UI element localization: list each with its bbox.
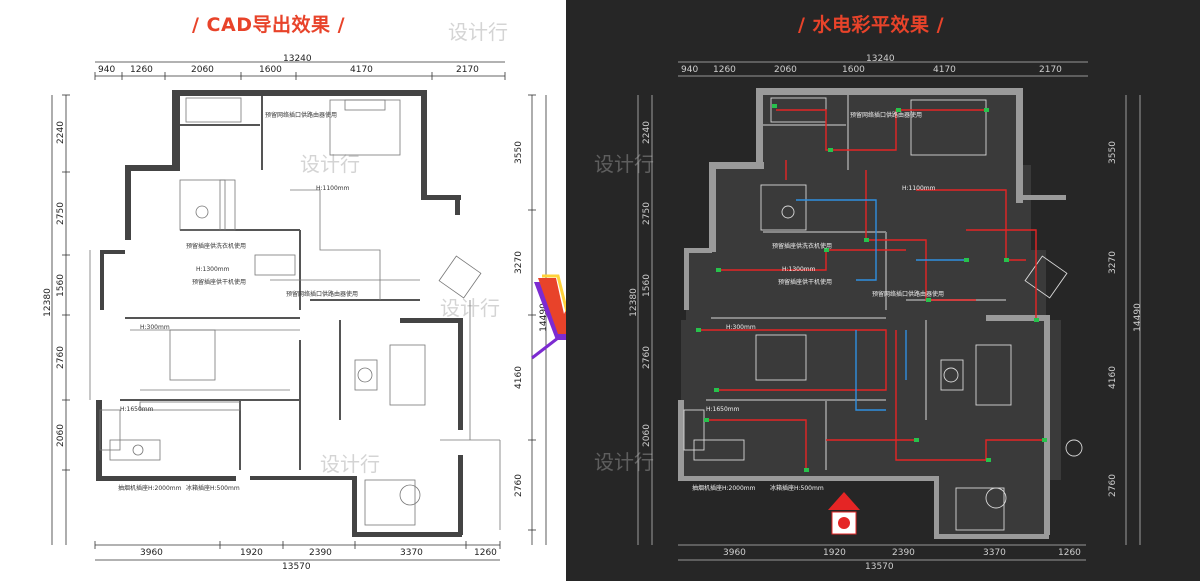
dim-right: 2760 [513,474,524,497]
dim-right: 3270 [1107,251,1118,274]
plan-label: H:300mm [726,324,756,331]
cad-floor-plan [51,61,547,561]
dim-top: 940 [681,65,699,75]
plan-label: H:1100mm [316,185,350,192]
dim-right: 4160 [513,366,524,389]
dim-left: 2760 [55,346,66,369]
color-panel-title: / 水电彩平效果 / [798,14,945,36]
watermark: 设计行 [320,452,380,476]
watermark: 设计行 [594,450,654,474]
plan-label: H:1650mm [706,406,740,413]
dim-left: 2060 [641,424,652,447]
dim-left: 2240 [55,121,66,144]
dim-top: 1260 [130,65,153,75]
dim-right: 4160 [1107,366,1118,389]
color-floor-plan [637,61,1141,561]
dim-left-total: 12380 [42,288,53,317]
dim-bottom: 1920 [240,548,263,558]
plan-label: H:1100mm [902,185,936,192]
color-plan-panel: / 水电彩平效果 / 设计行 设计行 [566,0,1200,581]
watermark: 设计行 [448,20,508,44]
dim-top: 2170 [456,65,479,75]
plan-label: 抽烟机插座H:2000mm [118,485,182,492]
plan-label: 预留插座供干机使用 [192,279,247,286]
dim-top: 4170 [933,65,956,75]
dim-left: 2240 [641,121,652,144]
dim-left: 2060 [55,424,66,447]
dim-left: 1560 [55,274,66,297]
dim-left: 1560 [641,274,652,297]
dim-total-bottom: 13570 [865,562,894,572]
dim-right: 3550 [1107,141,1118,164]
watermark: 设计行 [300,152,360,176]
dim-left-total: 12380 [628,288,639,317]
plan-label: 冰箱插座H:500mm [770,485,824,492]
dim-bottom: 1260 [1058,548,1081,558]
plan-label: 抽烟机插座H:2000mm [692,485,756,492]
dim-total-top: 13240 [866,54,895,64]
plan-label: 预留网络插口供路由器使用 [850,112,923,119]
dim-total-bottom: 13570 [282,562,311,572]
dim-top: 2060 [774,65,797,75]
dim-total-top: 13240 [283,54,312,64]
dim-top: 2170 [1039,65,1062,75]
plan-label: H:1300mm [782,266,816,273]
dim-right-total: 14490 [1132,303,1143,332]
dim-bottom: 1920 [823,548,846,558]
dim-bottom: 2390 [892,548,915,558]
cad-panel-title: / CAD导出效果 / [192,14,346,36]
dim-top: 1600 [842,65,865,75]
dim-left: 2760 [641,346,652,369]
plan-label: 预留插座供洗衣机使用 [772,243,833,250]
plan-label: 预留插座供干机使用 [778,279,833,286]
dim-right: 3270 [513,251,524,274]
plan-label: H:1300mm [196,266,230,273]
dim-right: 3550 [513,141,524,164]
dim-bottom: 3370 [983,548,1006,558]
cad-export-panel: / CAD导出效果 / 设计行 设计行 设计行 设计行 [0,0,566,581]
plan-label: 预留插座供洗衣机使用 [186,243,247,250]
plan-label: 预留网络插口供路由器使用 [286,291,359,298]
plan-label: H:300mm [140,324,170,331]
dim-bottom: 2390 [309,548,332,558]
dim-bottom: 1260 [474,548,497,558]
dim-left: 2750 [55,202,66,225]
plan-label: 冰箱插座H:500mm [186,485,240,492]
dim-bottom: 3960 [723,548,746,558]
dim-left: 2750 [641,202,652,225]
plan-label: 预留网络插口供路由器使用 [265,112,338,119]
dim-bottom: 3370 [400,548,423,558]
dim-right: 2760 [1107,474,1118,497]
dim-top: 1600 [259,65,282,75]
dim-top: 4170 [350,65,373,75]
dim-top: 2060 [191,65,214,75]
dim-top: 940 [98,65,116,75]
dim-top: 1260 [713,65,736,75]
plan-label: 预留网络插口供路由器使用 [872,291,945,298]
watermark: 设计行 [594,152,654,176]
dim-bottom: 3960 [140,548,163,558]
plan-label: H:1650mm [120,406,154,413]
